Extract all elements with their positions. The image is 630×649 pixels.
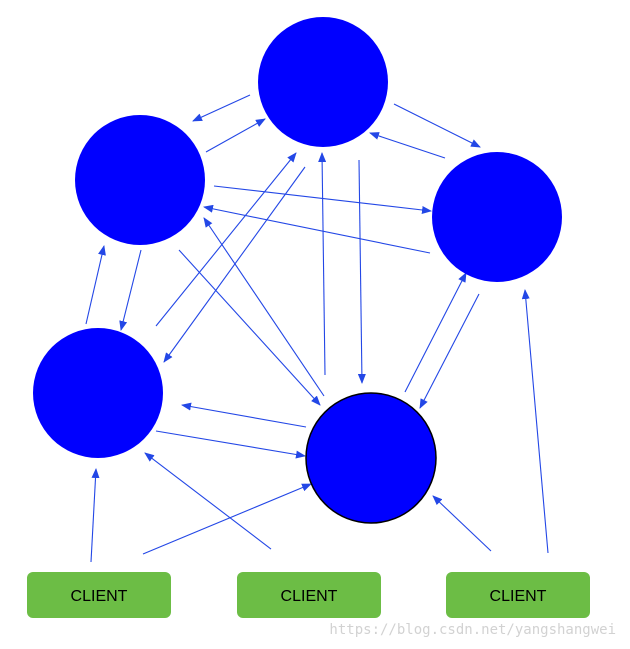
- connection-arrow: [144, 452, 272, 550]
- connection-arrow: [192, 94, 251, 122]
- connection-arrow: [203, 204, 431, 254]
- connection-arrow: [163, 166, 306, 363]
- connection-arrow: [90, 468, 100, 563]
- node-center: [305, 392, 437, 524]
- connection-arrow: [419, 293, 480, 409]
- client-label: CLIENT: [490, 588, 547, 605]
- client-box: CLIENT: [27, 572, 171, 618]
- connection-arrow: [181, 402, 307, 428]
- connection-arrow: [369, 132, 446, 159]
- connection-arrow: [178, 249, 321, 406]
- client-label: CLIENT: [281, 588, 338, 605]
- connection-arrow: [393, 103, 481, 148]
- connection-arrow: [357, 159, 366, 384]
- node-mid-left: [33, 328, 163, 458]
- clients: CLIENT CLIENT CLIENT: [27, 572, 590, 618]
- watermark-text: https://blog.csdn.net/yangshangwei: [329, 622, 616, 638]
- node-top: [258, 17, 388, 147]
- arrows: [85, 94, 549, 563]
- node-right: [432, 152, 562, 282]
- connection-arrow: [203, 217, 325, 397]
- client-label: CLIENT: [71, 588, 128, 605]
- client-box: CLIENT: [237, 572, 381, 618]
- connection-arrow: [155, 430, 306, 459]
- connection-arrow: [318, 152, 327, 376]
- connection-arrow: [85, 245, 106, 325]
- connection-arrow: [404, 272, 467, 393]
- nodes: [33, 17, 562, 524]
- node-left: [75, 115, 205, 245]
- connection-arrow: [119, 249, 142, 331]
- client-box: CLIENT: [446, 572, 590, 618]
- connection-arrow: [155, 152, 297, 327]
- connection-arrow: [432, 495, 492, 552]
- connection-arrow: [205, 118, 266, 153]
- connection-arrow: [142, 483, 312, 555]
- connection-arrow: [521, 289, 549, 554]
